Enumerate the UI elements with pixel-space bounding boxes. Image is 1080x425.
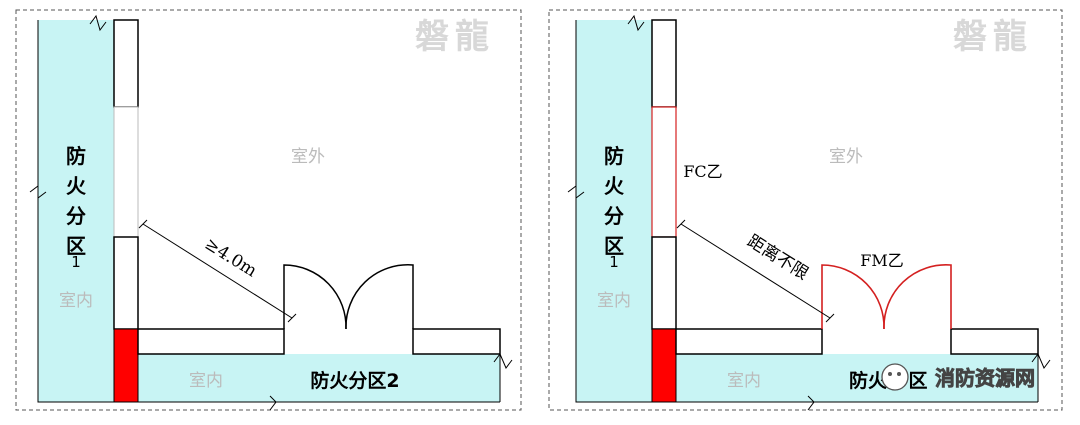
right-wall-upper xyxy=(651,19,677,108)
left-door-leaf-2 xyxy=(345,264,414,330)
right-door-label: FM乙 xyxy=(860,251,904,270)
right-fire-door-leaf-1 xyxy=(821,264,885,330)
source-credit: 消防资源网 xyxy=(881,363,1035,391)
left-wall-upper xyxy=(113,19,139,108)
right-zone1-char-2: 火 xyxy=(604,174,625,198)
left-zone1-char-3: 分 xyxy=(66,204,86,228)
right-zone1-char-4: 区 xyxy=(604,234,624,258)
right-zone1-char-1: 防 xyxy=(604,144,624,168)
right-watermark: 磐龍 xyxy=(953,17,1033,57)
left-zone1-area xyxy=(38,20,114,402)
left-distance-line xyxy=(142,223,293,319)
right-indoor-label-b: 室内 xyxy=(727,371,761,391)
left-zone1-char-2: 火 xyxy=(66,174,87,198)
left-wall-horizontal-a xyxy=(137,328,285,355)
left-break-mark-right xyxy=(493,353,513,369)
right-panel: 距离不限 FC乙 FM乙 室外 防 火 分 区 1 室内 室内 防火 区 磐龍 … xyxy=(548,9,1063,411)
right-fire-door-leaf-2 xyxy=(883,264,952,330)
right-break-mark-top xyxy=(627,14,645,32)
left-distance-tick-1 xyxy=(138,219,148,229)
right-panel-frame xyxy=(548,9,1063,411)
left-door-leaf-1 xyxy=(283,264,347,330)
left-distance-tick-2 xyxy=(287,313,297,323)
wechat-icon-eye-2 xyxy=(897,372,901,376)
right-zone1-area xyxy=(576,20,652,402)
left-zone2-label: 防火分区2 xyxy=(310,369,399,392)
right-zone2-label-tail: 区 xyxy=(908,370,927,392)
right-distance-line xyxy=(680,223,831,319)
left-zone1-char-5: 1 xyxy=(71,253,81,271)
right-break-mark-right xyxy=(1031,353,1051,369)
left-zone1-char-1: 防 xyxy=(66,144,86,168)
right-zone2-area xyxy=(652,354,1038,402)
left-indoor-label-b: 室内 xyxy=(189,371,223,391)
left-panel-frame xyxy=(15,9,522,411)
left-panel: ≥4.0m 室外 防 火 分 区 1 室内 室内 防火分区2 磐龍 xyxy=(15,9,522,411)
right-break-mark-vertical xyxy=(567,185,585,199)
right-zone2-label-visible: 防火 xyxy=(849,369,888,392)
right-wall-horizontal-a xyxy=(675,328,823,355)
right-fire-wall-red xyxy=(651,328,677,403)
right-window-label: FC乙 xyxy=(683,162,722,181)
wechat-icon-eye-1 xyxy=(888,372,892,376)
left-break-mark-vertical xyxy=(29,185,47,199)
left-watermark: 磐龍 xyxy=(415,17,495,57)
left-indoor-label-a: 室内 xyxy=(59,291,93,311)
right-distance-tick-1 xyxy=(676,219,686,229)
right-wall-horizontal-b xyxy=(950,328,1039,355)
right-wall-lower xyxy=(651,236,677,330)
right-distance-tick-2 xyxy=(825,313,835,323)
right-fire-window-fc xyxy=(651,106,677,238)
left-break-mark-top xyxy=(89,14,107,32)
left-zone1-char-4: 区 xyxy=(66,234,86,258)
left-break-mark-bottom xyxy=(269,395,277,411)
left-zone-outline xyxy=(37,20,500,403)
left-wall-opening xyxy=(113,106,139,238)
left-wall-lower xyxy=(113,236,139,330)
right-zone-outline xyxy=(575,20,1038,403)
wechat-icon xyxy=(881,363,909,391)
left-zone2-area xyxy=(114,354,500,402)
left-wall-horizontal-b xyxy=(412,328,501,355)
left-fire-wall-red xyxy=(113,328,139,403)
right-outside-label: 室外 xyxy=(829,147,863,167)
left-distance-label: ≥4.0m xyxy=(201,234,260,281)
right-indoor-label-a: 室内 xyxy=(597,291,631,311)
right-zone1-char-3: 分 xyxy=(604,204,624,228)
source-credit-text: 消防资源网 xyxy=(935,366,1035,390)
right-break-mark-bottom xyxy=(807,395,815,411)
left-outside-label: 室外 xyxy=(291,147,325,167)
right-distance-label: 距离不限 xyxy=(744,231,812,284)
right-zone1-char-5: 1 xyxy=(609,253,619,271)
